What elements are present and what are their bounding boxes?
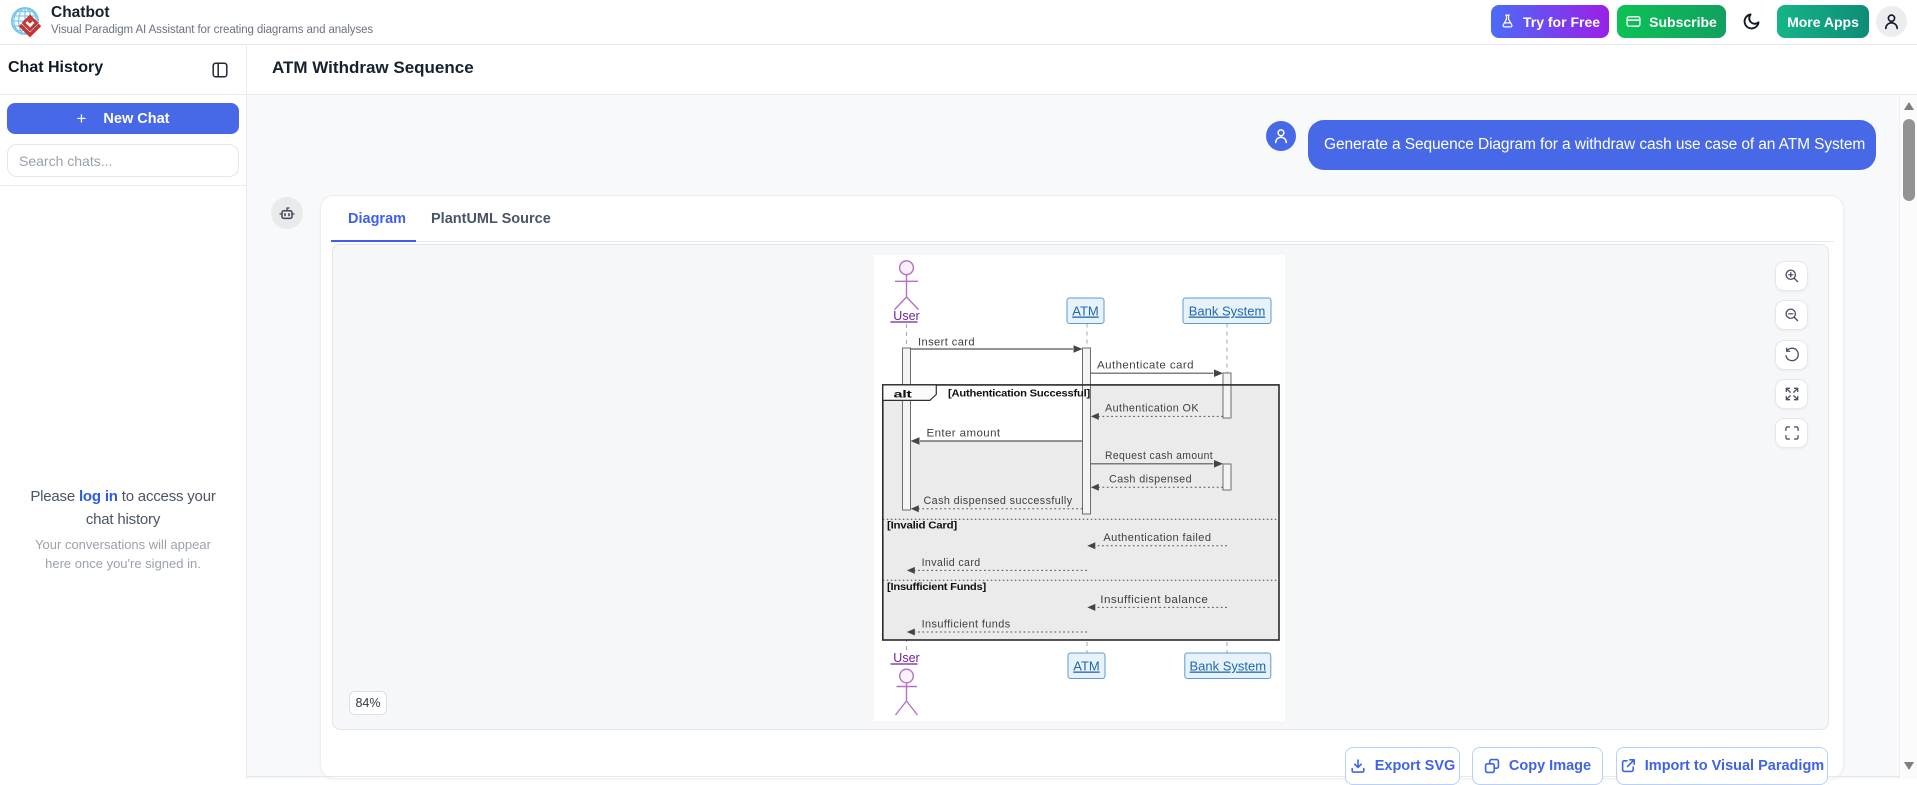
svg-text:User: User bbox=[893, 309, 919, 323]
svg-text:[Invalid Card]: [Invalid Card] bbox=[887, 521, 957, 532]
svg-text:Authenticate card: Authenticate card bbox=[1097, 360, 1194, 372]
svg-text:Invalid card: Invalid card bbox=[922, 557, 981, 569]
svg-text:ATM: ATM bbox=[1073, 659, 1099, 674]
svg-text:Authentication failed: Authentication failed bbox=[1103, 532, 1211, 544]
svg-text:alt: alt bbox=[894, 390, 913, 401]
svg-text:[Insufficient Funds]: [Insufficient Funds] bbox=[887, 582, 986, 593]
svg-text:Bank System: Bank System bbox=[1189, 304, 1266, 319]
svg-text:[Authentication Successful]: [Authentication Successful] bbox=[948, 389, 1090, 400]
svg-text:Bank System: Bank System bbox=[1190, 659, 1267, 674]
svg-text:Insufficient funds: Insufficient funds bbox=[922, 619, 1011, 631]
svg-text:Enter amount: Enter amount bbox=[927, 428, 1001, 440]
svg-text:Authentication OK: Authentication OK bbox=[1105, 403, 1199, 415]
svg-text:Cash dispensed: Cash dispensed bbox=[1109, 474, 1192, 486]
svg-text:Insert card: Insert card bbox=[918, 337, 975, 349]
svg-text:Cash dispensed successfully: Cash dispensed successfully bbox=[924, 495, 1073, 507]
svg-text:Request cash amount: Request cash amount bbox=[1105, 450, 1213, 462]
svg-text:ATM: ATM bbox=[1072, 304, 1098, 319]
svg-text:Insufficient balance: Insufficient balance bbox=[1100, 594, 1208, 606]
svg-text:User: User bbox=[893, 651, 919, 665]
